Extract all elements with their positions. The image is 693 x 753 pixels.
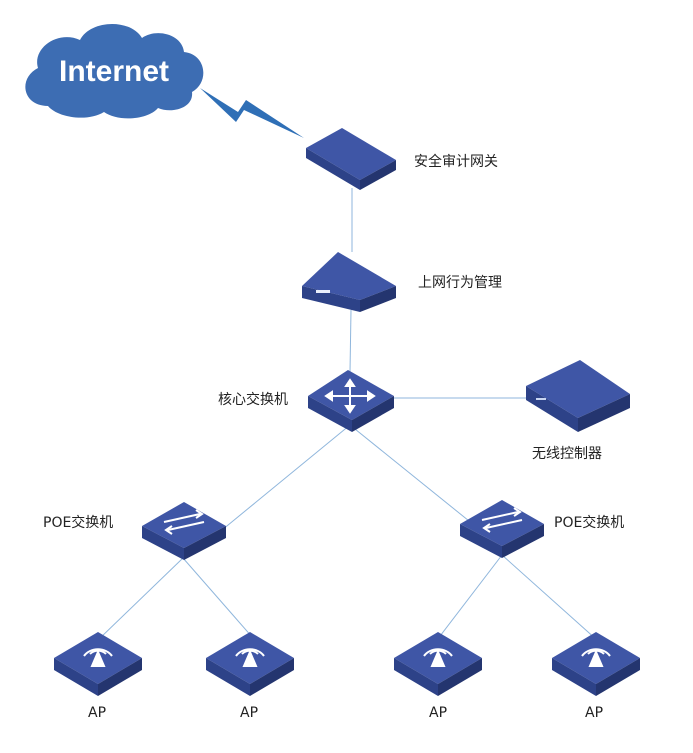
- ap-3-label: AP: [429, 705, 448, 721]
- link-behavior-core: [349, 309, 352, 373]
- ap-1-icon: [54, 632, 142, 696]
- link-poe-right-ap4: [501, 554, 598, 641]
- wireless-controller-icon: [526, 360, 630, 432]
- core-switch-label: 核心交换机: [218, 392, 288, 408]
- poe-switch-left-label: POE交换机: [43, 515, 114, 531]
- behavior-management-label: 上网行为管理: [418, 275, 502, 291]
- wireless-controller-label: 无线控制器: [532, 446, 602, 462]
- link-poe-left-ap1: [97, 557, 184, 641]
- security-gateway-label: 安全审计网关: [414, 154, 498, 170]
- security-gateway-icon: [306, 128, 396, 190]
- link-core-poe-right: [349, 424, 475, 526]
- ap-4-icon: [552, 632, 640, 696]
- ap-2-label: AP: [240, 705, 259, 721]
- poe-switch-right-icon: [460, 500, 544, 558]
- wan-link-bolt-icon: [200, 88, 304, 138]
- internet-label: Internet: [59, 55, 169, 88]
- ap-3-icon: [394, 632, 482, 696]
- core-switch-icon: [308, 370, 394, 432]
- link-poe-right-ap3: [436, 554, 503, 641]
- link-core-poe-left: [221, 424, 351, 531]
- ap-1-label: AP: [88, 705, 107, 721]
- poe-switch-right-label: POE交换机: [554, 515, 625, 531]
- behavior-management-icon: [302, 252, 396, 312]
- ap-4-label: AP: [585, 705, 604, 721]
- link-poe-left-ap2: [182, 557, 254, 639]
- links: [97, 188, 598, 641]
- ap-2-icon: [206, 632, 294, 696]
- internet-cloud-icon: Internet: [25, 23, 204, 119]
- poe-switch-left-icon: [142, 502, 226, 560]
